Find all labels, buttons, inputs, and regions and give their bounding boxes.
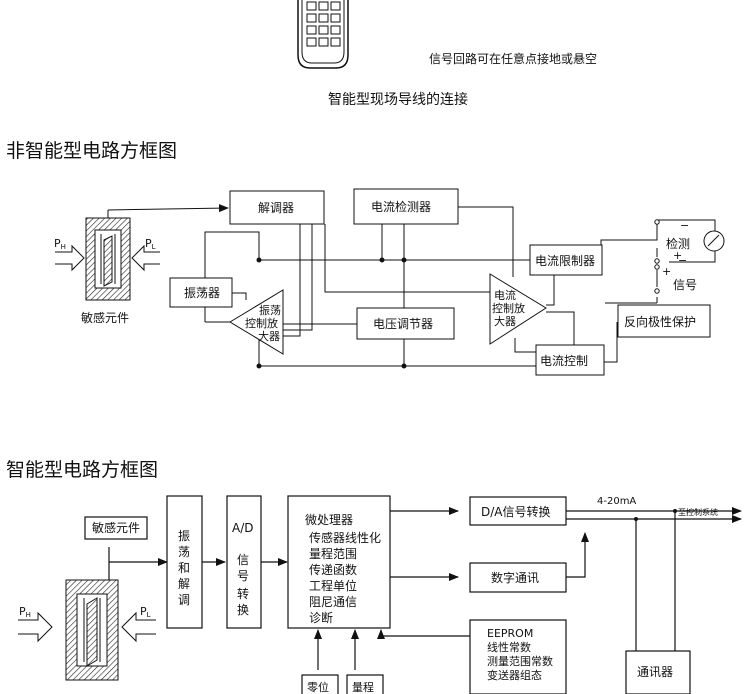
signal-loop-note: 信号回路可在任意点接地或悬空 [429, 51, 597, 66]
section1-title: 非智能型电路方框图 [6, 140, 177, 162]
svg-text:测量范围常数: 测量范围常数 [487, 654, 553, 668]
svg-text:信: 信 [237, 553, 249, 567]
signal-label: 信号 [673, 278, 697, 292]
section1-boxes [169, 188, 711, 376]
current-amp-line1: 电流 [494, 288, 516, 302]
section1-pressure-arrows [55, 244, 160, 272]
oscillator-label: 振荡器 [184, 286, 220, 300]
svg-text:调: 调 [178, 593, 190, 607]
section1-terminals [654, 219, 660, 294]
svg-text:换: 换 [237, 603, 249, 617]
svg-text:工程单位: 工程单位 [309, 578, 357, 593]
osc-amp-line1: 振荡 [259, 303, 281, 317]
section2-pressure-arrows [18, 611, 156, 643]
svg-text:和: 和 [178, 561, 190, 575]
svg-text:诊断: 诊断 [309, 610, 333, 625]
da-converter-label: D/A信号转换 [481, 504, 551, 519]
osc-amp-line3: 大器 [258, 329, 280, 343]
demodulator-label: 解调器 [258, 201, 294, 215]
current-amp-line2: 控制放 [492, 301, 525, 315]
current-range-label: 4-20mA [597, 496, 636, 507]
current-detector-label: 电流检测器 [371, 199, 431, 214]
svg-text:阻尼通信: 阻尼通信 [309, 595, 357, 609]
section2-title: 智能型电路方框图 [6, 459, 158, 481]
to-control-system-label: 至控制系统 [678, 507, 718, 517]
section1-sensor-icon [85, 217, 131, 301]
ph2-label: PH [19, 605, 31, 619]
svg-text:号: 号 [237, 569, 249, 583]
section2-junctions [634, 509, 677, 521]
svg-text:转: 转 [237, 586, 249, 601]
ph-label: PH [54, 237, 66, 251]
detect-label: 检测 [666, 236, 690, 251]
terminal-minus-1: − [680, 219, 689, 232]
eeprom-label: EEPROM 线性常数 测量范围常数 变送器组态 [487, 627, 553, 682]
span-button-label: 量程 [352, 681, 374, 694]
terminal-minus-2: − [678, 254, 687, 267]
sensor2-label: 敏感元件 [92, 520, 140, 535]
svg-text:量程范围: 量程范围 [309, 546, 357, 561]
current-amp-line3: 大器 [494, 314, 516, 328]
svg-text:振: 振 [178, 529, 190, 543]
communicator-label: 通讯器 [637, 665, 673, 679]
section2-boxes [84, 495, 691, 694]
svg-text:A/D: A/D [232, 521, 254, 535]
section2-wiring [108, 507, 742, 670]
ad-converter-label: A/D 信 号 转 换 [232, 521, 254, 617]
digital-comm-label: 数字通讯 [491, 570, 539, 585]
current-control-label: 电流控制 [540, 354, 588, 368]
field-wiring-caption: 智能型现场导线的连接 [328, 91, 468, 108]
svg-text:解: 解 [178, 577, 190, 591]
section1-wiring [107, 204, 716, 369]
svg-text:荡: 荡 [178, 545, 190, 559]
reverse-polarity-label: 反向极性保护 [624, 314, 696, 329]
voltage-regulator-label: 电压调节器 [373, 317, 433, 331]
svg-text:EEPROM: EEPROM [487, 627, 533, 640]
ammeter-icon [703, 230, 725, 252]
osc-amp-line2: 控制放 [245, 316, 278, 330]
section2-sensor-icon [65, 579, 119, 681]
svg-text:线性常数: 线性常数 [487, 640, 531, 654]
terminal-plus-2: + [662, 265, 671, 278]
svg-text:传感器线性化: 传感器线性化 [309, 530, 381, 545]
pl-label: PL [145, 237, 156, 251]
handheld-communicator-icon [297, 0, 349, 69]
zero-button-label: 零位 [307, 680, 329, 694]
current-limiter-label: 电流限制器 [535, 254, 595, 268]
terminal-plus-1: + [673, 249, 682, 262]
svg-text:传递函数: 传递函数 [309, 562, 357, 577]
microprocessor-label: 微处理器 传感器线性化 量程范围 传递函数 工程单位 阻尼通信 诊断 [305, 513, 381, 625]
svg-text:微处理器: 微处理器 [305, 513, 353, 527]
pl2-label: PL [140, 605, 151, 619]
osc-demod-label: 振 荡 和 解 调 [178, 529, 190, 607]
sensor-label: 敏感元件 [81, 310, 129, 325]
svg-text:变送器组态: 变送器组态 [487, 668, 542, 682]
